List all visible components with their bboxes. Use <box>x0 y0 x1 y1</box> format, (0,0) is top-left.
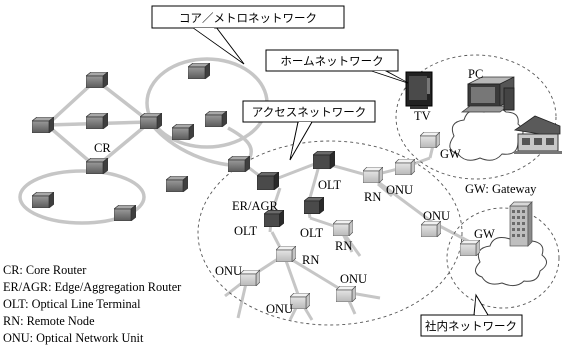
olt-device <box>304 197 324 214</box>
onu-device <box>421 221 441 237</box>
er-agr-router <box>257 172 279 190</box>
core-router <box>228 156 250 172</box>
onu-label: ONU <box>423 209 450 223</box>
core-router <box>140 113 162 129</box>
tv-icon <box>405 71 433 109</box>
tv-label: TV <box>414 109 431 123</box>
gateway-device <box>420 132 440 148</box>
core-router <box>172 124 194 140</box>
onu-device <box>240 270 260 286</box>
cr-label: CR <box>94 141 111 155</box>
core-metro-links <box>18 57 269 225</box>
office-building-icon <box>509 201 533 247</box>
onu-label: ONU <box>215 264 242 278</box>
callout-access-text: アクセスネットワーク <box>252 105 366 119</box>
core-router <box>32 117 54 133</box>
legend-item-olt: OLT: Optical Line Terminal <box>3 297 141 312</box>
core-router <box>205 111 227 127</box>
core-router <box>32 192 54 208</box>
onu-label: ONU <box>386 183 413 197</box>
gw-label: GW <box>440 147 461 161</box>
core-router <box>86 113 108 129</box>
legend-item-er-agr: ER/AGR: Edge/Aggregation Router <box>3 280 182 295</box>
rn-label: RN <box>302 253 319 267</box>
callout-corporate-text: 社内ネットワーク <box>425 319 517 333</box>
core-router <box>188 63 210 79</box>
callout-home: ホームネットワーク <box>265 49 409 84</box>
gateway-device <box>460 240 480 256</box>
legend-item-rn: RN: Remote Node <box>3 314 95 329</box>
er-agr-label: ER/AGR <box>232 199 279 213</box>
olt-label: OLT <box>234 224 258 238</box>
core-router <box>166 176 188 192</box>
corporate-lan-cloud <box>475 235 547 287</box>
remote-node <box>276 246 296 262</box>
legend: CR: Core Router ER/AGR: Edge/Aggregation… <box>3 262 181 347</box>
legend-item-onu: ONU: Optical Network Unit <box>3 331 144 346</box>
pc-icon <box>460 76 515 113</box>
corporate-network-boundary <box>446 207 560 309</box>
callout-access: アクセスネットワーク <box>242 100 376 161</box>
olt-label: OLT <box>318 178 342 192</box>
rn-label: RN <box>364 190 381 204</box>
home-network-boundary <box>395 54 557 180</box>
gateway-note: GW: Gateway <box>465 182 537 196</box>
callout-corporate: 社内ネットワーク <box>420 293 523 337</box>
callout-core-metro: コア／メトロネットワーク <box>151 5 345 65</box>
core-router <box>86 158 108 174</box>
core-router <box>86 72 108 88</box>
callout-core-metro-text: コア／メトロネットワーク <box>179 11 317 25</box>
remote-node <box>363 167 383 183</box>
access-network-boundary <box>197 140 463 326</box>
house-icon <box>513 115 562 154</box>
rn-label: RN <box>335 239 352 253</box>
onu-label: ONU <box>340 272 367 286</box>
olt-label: OLT <box>300 226 324 240</box>
olt-device <box>313 151 335 169</box>
pc-label: PC <box>468 67 483 81</box>
gw-label: GW <box>474 227 495 241</box>
legend-item-cr: CR: Core Router <box>3 263 87 277</box>
onu-device <box>336 286 356 302</box>
remote-node <box>333 220 353 236</box>
callout-home-text: ホームネットワーク <box>280 54 383 68</box>
core-router <box>114 205 136 221</box>
dashed-boundaries <box>197 54 560 326</box>
onu-device <box>395 159 415 175</box>
onu-label: ONU <box>266 302 293 316</box>
